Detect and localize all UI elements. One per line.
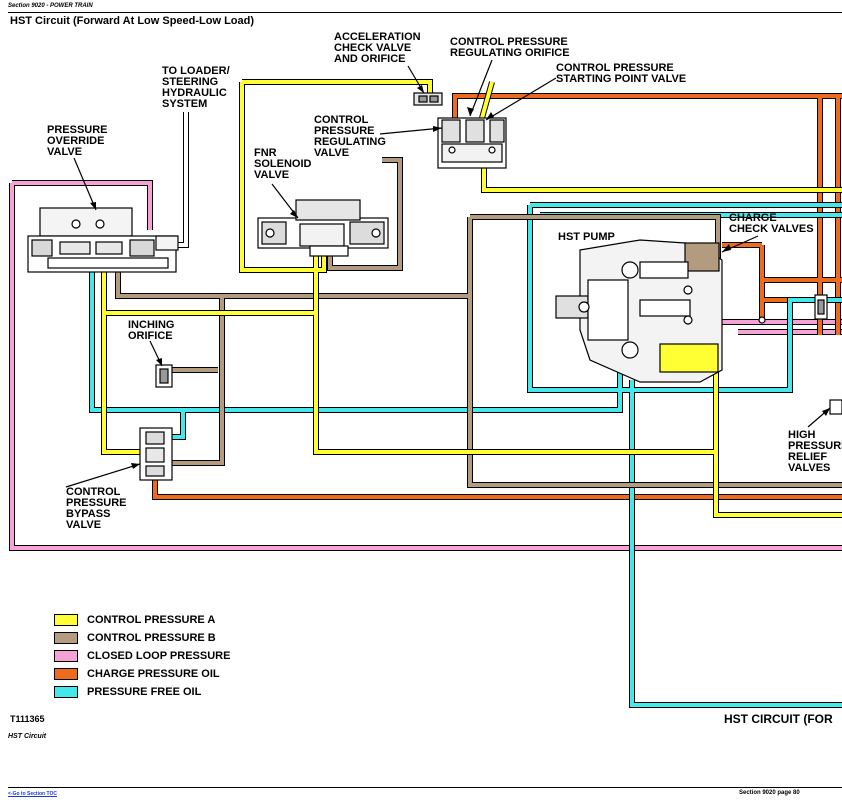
- legend-item-control-pressure-b: CONTROL PRESSURE B: [54, 629, 230, 647]
- legend-swatch: [54, 632, 78, 644]
- label-pressure-override-valve: PRESSURE OVERRIDE VALVE: [47, 124, 108, 158]
- legend-swatch: [54, 614, 78, 626]
- legend-label: PRESSURE FREE OIL: [87, 686, 202, 698]
- control-pressure-regulating-block: [437, 117, 507, 169]
- header-rule: [8, 12, 842, 13]
- label-hst-pump: HST PUMP: [558, 231, 615, 243]
- legend-swatch: [54, 650, 78, 662]
- figure-id: T111365: [10, 714, 45, 724]
- charge-check-fitting: [758, 294, 828, 324]
- page-number: Section 9020 page 80: [739, 790, 800, 796]
- legend-label: CONTROL PRESSURE B: [87, 632, 216, 644]
- page-title: HST Circuit (Forward At Low Speed-Low Lo…: [10, 15, 255, 27]
- legend-item-control-pressure-a: CONTROL PRESSURE A: [54, 611, 230, 629]
- label-inching-orifice: INCHING ORIFICE: [128, 319, 175, 342]
- legend-label: CONTROL PRESSURE A: [87, 614, 216, 626]
- fnr-solenoid-valve: [257, 199, 389, 257]
- go-to-section-toc-link[interactable]: <-Go to Section TOC: [8, 791, 57, 797]
- inching-orifice: [155, 364, 173, 388]
- label-charge-check-valves: CHARGE CHECK VALVES: [729, 212, 814, 235]
- label-fnr-solenoid-valve: FNR SOLENOID VALVE: [254, 147, 312, 181]
- label-control-pressure-regulating-orifice: CONTROL PRESSURE REGULATING ORIFICE: [450, 36, 570, 59]
- legend-item-charge-pressure-oil: CHARGE PRESSURE OIL: [54, 665, 230, 683]
- figure-title-right: HST CIRCUIT (FOR: [724, 712, 833, 726]
- legend-label: CHARGE PRESSURE OIL: [87, 668, 220, 680]
- high-pressure-relief-fitting: [829, 399, 842, 415]
- label-to-loader-steering: TO LOADER/ STEERING HYDRAULIC SYSTEM: [162, 65, 230, 110]
- callout-arrowheads: [90, 85, 830, 469]
- loader-line: [170, 112, 189, 248]
- hst-pump: [555, 239, 723, 383]
- figure-caption: HST Circuit: [8, 733, 47, 740]
- pressure-override-valve: [27, 207, 179, 273]
- legend-item-closed-loop-pressure: CLOSED LOOP PRESSURE: [54, 647, 230, 665]
- label-control-pressure-bypass-valve: CONTROL PRESSURE BYPASS VALVE: [66, 486, 127, 531]
- label-high-pressure-relief-valves: HIGH PRESSURE RELIEF VALVES: [788, 429, 842, 474]
- acceleration-check-valve: [413, 92, 443, 106]
- legend-label: CLOSED LOOP PRESSURE: [87, 650, 231, 662]
- label-control-pressure-starting-point-valve: CONTROL PRESSURE STARTING POINT VALVE: [556, 62, 687, 85]
- legend-item-pressure-free-oil: PRESSURE FREE OIL: [54, 683, 230, 701]
- control-pressure-bypass-valve: [139, 427, 173, 481]
- label-control-pressure-regulating-valve: CONTROL PRESSURE REGULATING VALVE: [314, 114, 386, 159]
- label-acceleration-check-valve: ACCELERATION CHECK VALVE AND ORIFICE: [334, 31, 421, 65]
- legend: CONTROL PRESSURE A CONTROL PRESSURE B CL…: [54, 611, 230, 701]
- legend-swatch: [54, 668, 78, 680]
- legend-swatch: [54, 686, 78, 698]
- footer-rule: [8, 787, 842, 788]
- section-header: Section 9020 - POWER TRAIN: [8, 3, 93, 9]
